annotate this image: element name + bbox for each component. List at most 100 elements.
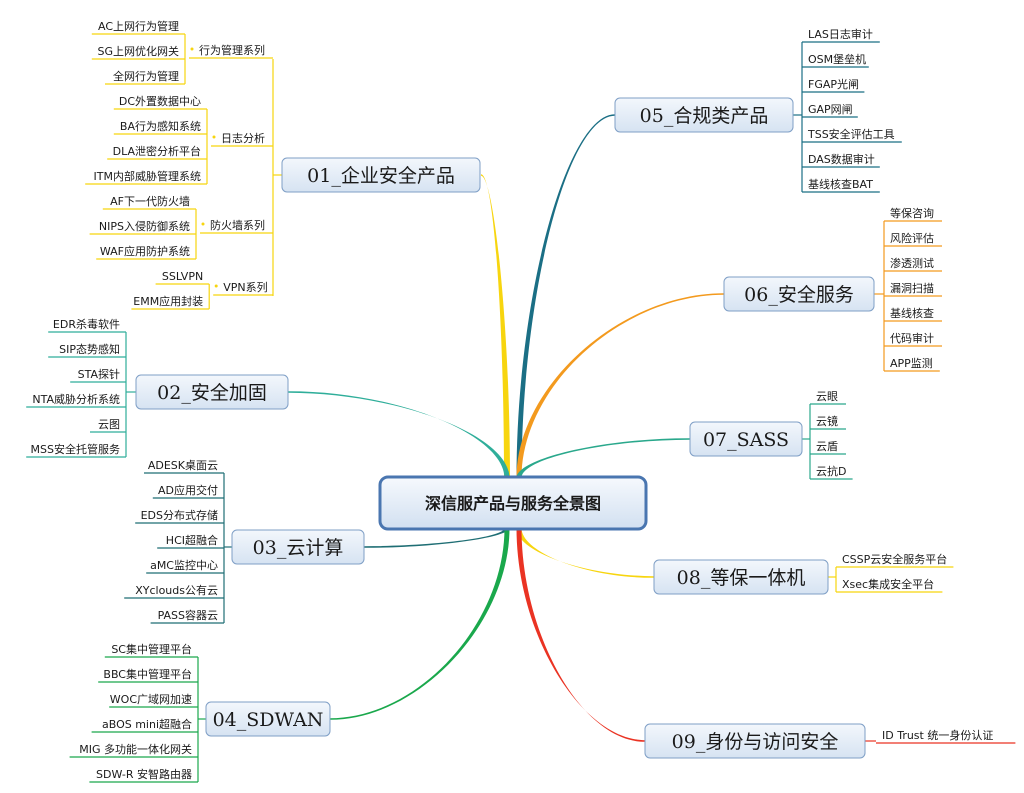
leaf-item-label: 等保咨询	[890, 206, 934, 220]
branch-01-label: 01_企业安全产品	[307, 165, 455, 187]
leaf-item-label: 云盾	[816, 440, 838, 453]
leaf-item-label: WOC广域网加速	[110, 693, 192, 706]
leaf-item-label: aMC监控中心	[150, 558, 218, 572]
root-label: 深信服产品与服务全景图	[425, 494, 601, 513]
branch-02-node: 02_安全加固	[135, 374, 289, 410]
leaf-item-label: 代码审计	[890, 331, 934, 345]
leaf-item-label: NIPS入侵防御系统	[99, 219, 190, 233]
leaf-item-label: EDR杀毒软件	[53, 317, 120, 331]
leaf-item-label: FGAP光闸	[808, 77, 859, 91]
branch-06-label: 06_安全服务	[744, 284, 854, 306]
leaf-item-label: MIG 多功能一体化网关	[79, 742, 192, 756]
leaf-item-label: 风险评估	[890, 231, 934, 245]
leaf-item-label: APP监测	[890, 357, 933, 370]
root-connectors	[288, 114, 724, 742]
leaf-item-label: aBOS mini超融合	[102, 717, 192, 731]
leaf-item-label: STA探针	[78, 367, 120, 381]
leaf-item-label: PASS容器云	[158, 608, 218, 622]
branch-box	[231, 529, 365, 565]
leaf-item-label: DAS数据审计	[808, 152, 875, 166]
branch-01-node: 01_企业安全产品	[281, 157, 481, 193]
leaf-item-label: SSLVPN	[162, 270, 203, 283]
group-label: 日志分析	[221, 131, 265, 145]
root-box	[378, 475, 648, 531]
leaf-item-label: Xsec集成安全平台	[842, 577, 934, 591]
leaf-item-label: SG上网优化网关	[97, 44, 179, 58]
leaf-item-label: OSM堡垒机	[808, 52, 866, 66]
branch-box	[644, 723, 866, 759]
leaf-item-label: 云镜	[816, 414, 838, 428]
leaf-item-label: AC上网行为管理	[98, 19, 179, 33]
branch-02-label: 02_安全加固	[157, 382, 267, 404]
leaf-item-label: HCI超融合	[166, 533, 218, 547]
branch-08-node: 08_等保一体机	[653, 559, 829, 595]
branch-box	[135, 374, 289, 410]
leaf-item-label: LAS日志审计	[808, 27, 873, 41]
leaf-item-label: 云抗D	[816, 464, 846, 478]
group-dot	[201, 222, 205, 226]
branch-09-label: 09_身份与访问安全	[672, 731, 839, 753]
branch-03-node: 03_云计算	[231, 529, 365, 565]
leaf-item-label: 基线核查BAT	[808, 177, 873, 191]
leaf-item-label: CSSP云安全服务平台	[842, 552, 947, 566]
branch-09-node: 09_身份与访问安全	[644, 723, 866, 759]
branch-connector	[516, 528, 645, 742]
branch-box	[653, 559, 829, 595]
leaf-item-label: NTA威胁分析系统	[32, 392, 120, 406]
branch-connector	[516, 114, 615, 478]
leaf-item-label: AF下一代防火墙	[110, 194, 190, 208]
leaf-item-label: 全网行为管理	[113, 69, 179, 83]
leaf-item-label: ID Trust 统一身份认证	[882, 728, 993, 742]
branch-04-label: 04_SDWAN	[213, 709, 324, 731]
leaf-item-label: SIP态势感知	[59, 342, 120, 356]
branch-connector	[364, 528, 510, 548]
branch-box	[614, 97, 794, 133]
leaf-item-label: EMM应用封装	[133, 294, 203, 308]
leaf-item-label: TSS安全评估工具	[807, 127, 895, 141]
group-label: 行为管理系列	[199, 43, 265, 57]
branch-box	[723, 276, 875, 312]
leaf-item-label: EDS分布式存储	[141, 508, 218, 522]
branch-box	[689, 421, 803, 457]
leaf-item-label: SDW-R 安智路由器	[96, 767, 192, 781]
branch-04-node: 04_SDWAN	[205, 701, 331, 737]
branch-05-label: 05_合规类产品	[640, 105, 769, 127]
leaf-item-label: ADESK桌面云	[148, 459, 218, 472]
leaf-item-label: 云眼	[816, 390, 838, 403]
leaf-item-label: BBC集中管理平台	[103, 667, 192, 681]
branch-07-node: 07_SASS	[689, 421, 803, 457]
branch-07-label: 07_SASS	[703, 429, 789, 451]
branch-08-label: 08_等保一体机	[677, 567, 806, 589]
branch-connector	[481, 174, 510, 478]
branch-connector	[516, 528, 654, 578]
branch-connector	[516, 438, 690, 478]
leaf-item-label: DC外置数据中心	[119, 94, 201, 108]
leaf-item-label: 云图	[98, 418, 120, 431]
branch-03-label: 03_云计算	[253, 537, 344, 559]
leaf-item-label: XYclouds公有云	[135, 583, 218, 597]
leaf-item-label: ITM内部威胁管理系统	[94, 169, 201, 183]
leaf-connectors	[26, 33, 1016, 783]
root-node: 深信服产品与服务全景图	[378, 475, 648, 531]
branch-06-node: 06_安全服务	[723, 276, 875, 312]
group-dot	[214, 284, 218, 288]
leaf-item-label: 基线核查	[890, 306, 934, 320]
leaf-item-label: GAP网闸	[808, 103, 853, 116]
group-label: 防火墙系列	[210, 218, 265, 232]
group-dot	[190, 47, 194, 51]
leaf-item-label: 漏洞扫描	[890, 281, 934, 295]
leaf-item-label: WAF应用防护系统	[100, 244, 190, 258]
group-label: VPN系列	[223, 280, 267, 294]
leaf-item-label: BA行为感知系统	[120, 119, 201, 133]
branch-05-node: 05_合规类产品	[614, 97, 794, 133]
leaf-item-label: MSS安全托管服务	[31, 442, 120, 456]
branch-box	[205, 701, 331, 737]
leaf-item-label: AD应用交付	[158, 483, 218, 497]
branch-connector	[288, 391, 510, 478]
leaf-item-label: DLA泄密分析平台	[113, 144, 201, 158]
leaf-item-label: SC集中管理平台	[111, 642, 192, 656]
branch-box	[281, 157, 481, 193]
leaf-item-label: 渗透测试	[890, 256, 934, 270]
